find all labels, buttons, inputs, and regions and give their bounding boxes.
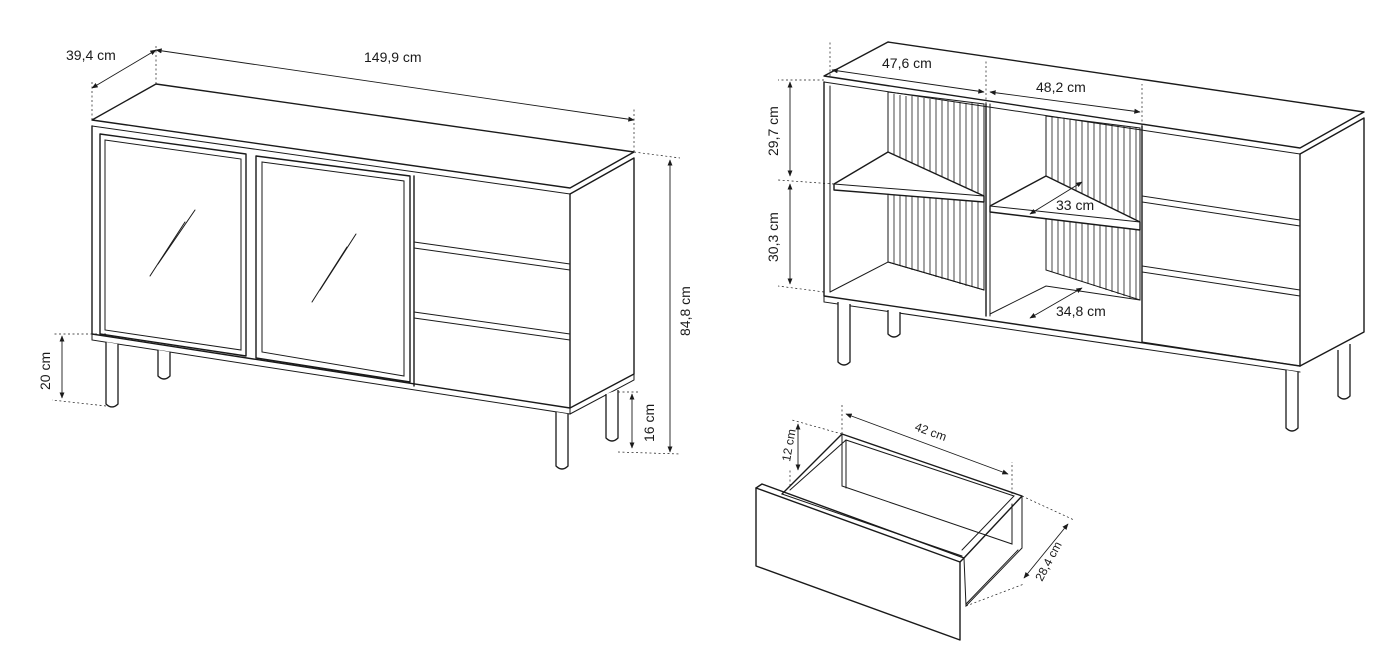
dim-left-compartment: 47,6 cm [829, 40, 987, 104]
dim-shelf-depth-upper: 33 cm [1029, 181, 1094, 215]
dim-width: 149,9 cm [155, 48, 635, 152]
label-leg-side: 16 cm [641, 404, 657, 442]
dim-upper-height: 29,7 cm [765, 79, 835, 185]
dim-height: 84,8 cm [617, 151, 693, 455]
open-sideboard-legs [837, 302, 1351, 432]
sideboard-front [91, 125, 571, 409]
drawer-front-panel [755, 487, 961, 641]
label-depth: 39,4 cm [66, 47, 116, 63]
label-lower-height: 30,3 cm [765, 212, 781, 262]
glass-door-right [255, 155, 411, 383]
glass-door-left [99, 133, 247, 357]
drawer-view: 42 cm 12 cm 28,4 cm [755, 404, 1075, 641]
dim-leg-front: 20 cm [37, 333, 107, 407]
label-upper-height: 29,7 cm [765, 106, 781, 156]
label-shelf-depth-lower: 34,8 cm [1056, 303, 1106, 319]
dim-lower-height: 30,3 cm [765, 183, 825, 293]
label-width: 149,9 cm [364, 49, 422, 65]
right-view-sideboard: 47,6 cm 48,2 cm 29,7 cm 30,3 cm 33 cm [765, 40, 1365, 432]
dim-middle-compartment: 48,2 cm [989, 79, 1143, 126]
label-middle-compartment: 48,2 cm [1036, 79, 1086, 95]
open-sideboard-top [823, 41, 1365, 149]
dim-leg-side: 16 cm [618, 391, 657, 449]
sideboard-top [91, 83, 635, 189]
sideboard-legs [105, 342, 619, 470]
back-slats-left [829, 91, 985, 293]
dim-shelf-depth-lower: 34,8 cm [1029, 287, 1106, 319]
dim-drawer-height: 12 cm [779, 419, 843, 486]
left-view-sideboard: 39,4 cm 149,9 cm 84,8 cm 20 cm 16 cm [37, 44, 693, 470]
label-left-compartment: 47,6 cm [882, 55, 932, 71]
dim-drawer-width: 42 cm [841, 404, 1013, 494]
drawer-fronts [413, 175, 571, 387]
label-leg-front: 20 cm [37, 352, 53, 390]
label-drawer-height: 12 cm [779, 428, 798, 463]
label-height: 84,8 cm [677, 286, 693, 336]
label-shelf-depth-upper: 33 cm [1056, 197, 1094, 213]
sideboard-side [569, 157, 635, 409]
back-slats-middle [989, 115, 1141, 315]
